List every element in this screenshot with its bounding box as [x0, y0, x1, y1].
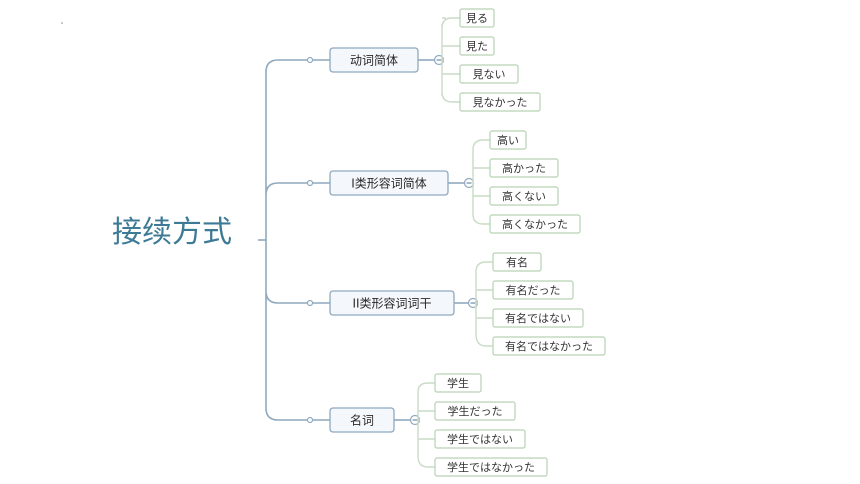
junction-dot-1 [306, 56, 314, 64]
leaf-node-4-3[interactable]: 学生ではない [434, 429, 526, 449]
leaf-node-3-3[interactable]: 有名ではない [492, 308, 584, 328]
branch-node-1[interactable]: 动词简体 [329, 47, 419, 73]
leaf-node-4-1[interactable]: 学生 [434, 373, 482, 393]
stray-dot [61, 22, 63, 24]
leaf-node-1-4[interactable]: 見なかった [459, 92, 541, 112]
svg-text:有名ではなかった: 有名ではなかった [505, 339, 593, 353]
svg-text:学生: 学生 [447, 376, 469, 390]
branch-label-4: 名词 [350, 413, 374, 428]
leaf-node-2-2[interactable]: 高かった [489, 158, 559, 178]
svg-text:学生ではなかった: 学生ではなかった [447, 460, 535, 474]
branch-label-2: I类形容词简体 [351, 176, 427, 191]
svg-text:見ない: 見ない [473, 68, 506, 81]
branch-node-4[interactable]: 名词 [329, 407, 395, 433]
leaf-connectors-3 [475, 261, 493, 347]
branch-label-1: 动词简体 [350, 54, 398, 68]
junction-dot-3 [306, 299, 314, 307]
svg-text:高くない: 高くない [502, 189, 546, 203]
leaf-node-3-4[interactable]: 有名ではなかった [492, 336, 606, 356]
leaf-connectors-2 [472, 139, 490, 225]
leaf-node-4-2[interactable]: 学生だった [434, 401, 516, 421]
leaf-connectors-4 [417, 382, 435, 468]
svg-text:高くなかった: 高くなかった [502, 217, 568, 231]
leaf-node-3-1[interactable]: 有名 [492, 252, 542, 272]
leaf-node-2-4[interactable]: 高くなかった [489, 214, 581, 234]
svg-text:有名だった: 有名だった [506, 283, 561, 297]
root-node[interactable]: 接续方式 [112, 215, 232, 250]
trunk-line [265, 59, 310, 421]
svg-text:高い: 高い [497, 133, 519, 147]
branch-node-3[interactable]: II类形容词词干 [329, 290, 455, 316]
svg-text:見た: 見た [466, 40, 488, 53]
leaf-node-1-2[interactable]: 見た [459, 36, 495, 56]
junction-dot-4 [306, 416, 314, 424]
leaf-node-2-1[interactable]: 高い [489, 130, 527, 150]
svg-text:見る: 見る [466, 12, 488, 25]
leaf-node-1-1[interactable]: 見る [459, 8, 495, 28]
leaf-node-3-2[interactable]: 有名だった [492, 280, 574, 300]
svg-text:学生ではない: 学生ではない [447, 432, 513, 446]
leaf-node-2-3[interactable]: 高くない [489, 186, 559, 206]
branch-label-3: II类形容词词干 [352, 296, 431, 311]
junction-dot-2 [306, 179, 314, 187]
leaf-connectors-1 [441, 17, 460, 103]
svg-text:高かった: 高かった [502, 161, 546, 175]
svg-text:学生だった: 学生だった [448, 404, 503, 418]
leaf-node-1-3[interactable]: 見ない [459, 64, 519, 84]
collapse-toggle-2[interactable] [463, 177, 475, 189]
leaf-node-4-4[interactable]: 学生ではなかった [434, 457, 548, 477]
svg-text:見なかった: 見なかった [473, 96, 528, 109]
branch-node-2[interactable]: I类形容词简体 [329, 170, 449, 196]
svg-text:有名ではない: 有名ではない [505, 311, 571, 325]
svg-text:有名: 有名 [506, 255, 528, 269]
